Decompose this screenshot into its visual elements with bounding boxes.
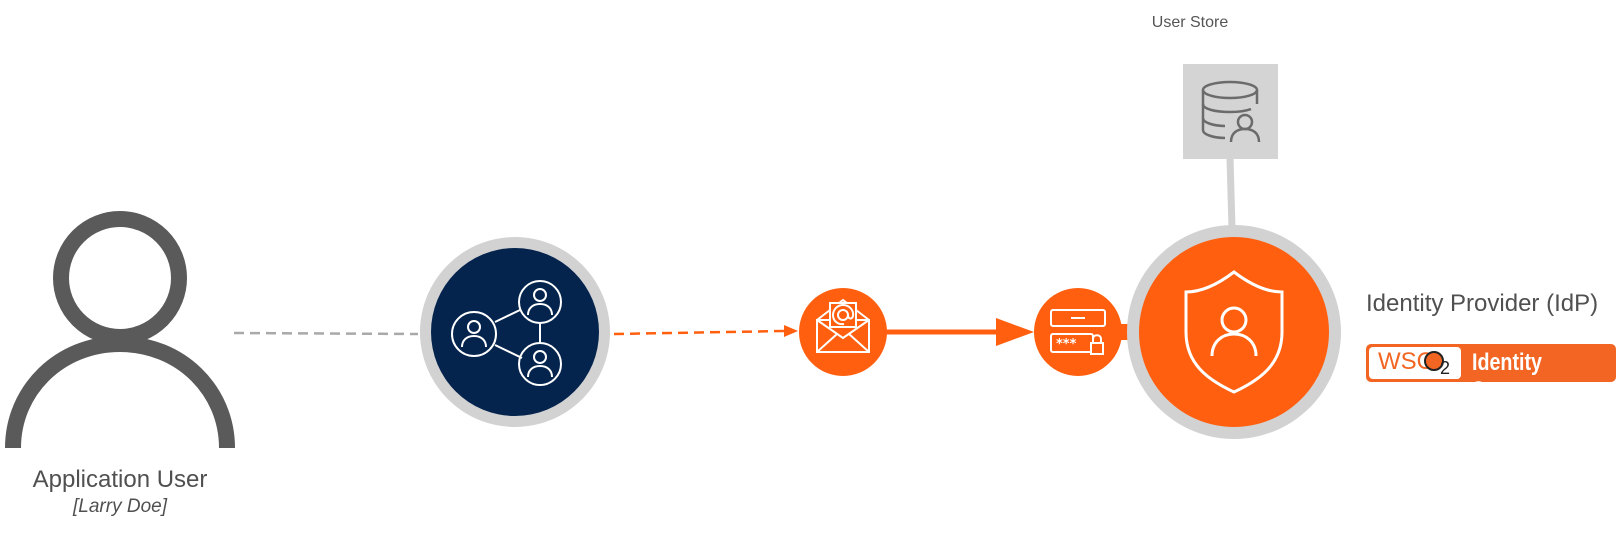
wso2-pulse-icon (1424, 351, 1444, 371)
email-to-password-arrowhead (996, 318, 1034, 346)
shield-user-icon (1184, 270, 1284, 394)
email-node[interactable] (799, 288, 887, 376)
application-user-name: [Larry Doe] (73, 496, 167, 517)
identity-provider-label: Identity Provider (IdP) (1366, 290, 1599, 317)
user-store-label: User Store (1151, 14, 1229, 31)
application-user-label: Application User (32, 466, 208, 493)
email-at-icon (816, 298, 870, 353)
password-node[interactable]: *** (1034, 288, 1122, 376)
wso2-product-text: Identity Server (1472, 349, 1542, 382)
svg-text:***: *** (1056, 337, 1077, 352)
wso2-brand-box (1369, 347, 1461, 379)
social-to-email-arrowhead (784, 325, 798, 337)
people-network-icon (451, 280, 562, 386)
user-store-box (1183, 64, 1278, 159)
wso2-brand-sub: 2 (1440, 358, 1451, 378)
user-to-social-connector (233, 331, 419, 336)
identity-provider-node[interactable] (1127, 225, 1341, 439)
social-to-email-connector (613, 329, 785, 336)
user-icon (5, 211, 235, 449)
store-to-idp-connector (1226, 157, 1236, 229)
database-user-icon (1201, 80, 1261, 143)
password-lock-icon: *** (1050, 309, 1106, 355)
social-network-node[interactable] (420, 237, 610, 427)
wso2-identity-server-logo: WSO 2 Identity Server (1366, 344, 1616, 382)
